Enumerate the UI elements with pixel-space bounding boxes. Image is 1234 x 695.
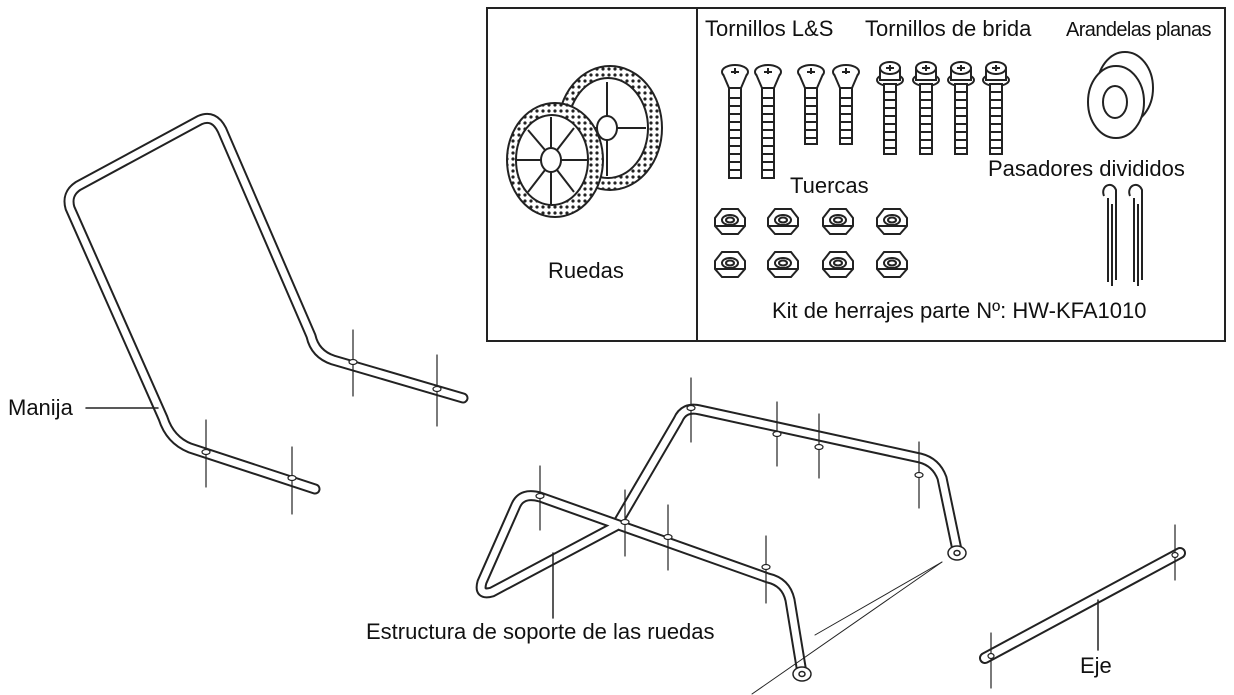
split-pins-illustration — [1102, 183, 1143, 286]
wheels-illustration — [506, 65, 663, 218]
axle-label: Eje — [1080, 653, 1112, 678]
axle-illustration — [979, 524, 1186, 689]
ls-screws-illustration — [721, 64, 860, 179]
nuts-label: Tuercas — [790, 173, 869, 198]
ls-screws-label: Tornillos L&S — [705, 16, 834, 41]
wheel-frame-label: Estructura de soporte de las ruedas — [366, 619, 715, 644]
wheels-label: Ruedas — [548, 258, 624, 283]
wheel-frame-illustration — [475, 377, 967, 695]
flange-screws-label: Tornillos de brida — [865, 16, 1032, 41]
flange-screws-illustration — [876, 61, 1010, 155]
kit-part-number-label: Kit de herrajes parte Nº: HW-KFA1010 — [772, 298, 1147, 323]
handle-label: Manija — [8, 395, 73, 420]
split-pins-label: Pasadores divididos — [988, 156, 1185, 181]
handle-illustration — [63, 112, 469, 515]
flat-washers-label: Arandelas planas — [1066, 19, 1212, 41]
nuts-illustration — [714, 208, 908, 278]
flat-washers-illustration — [1087, 51, 1154, 139]
